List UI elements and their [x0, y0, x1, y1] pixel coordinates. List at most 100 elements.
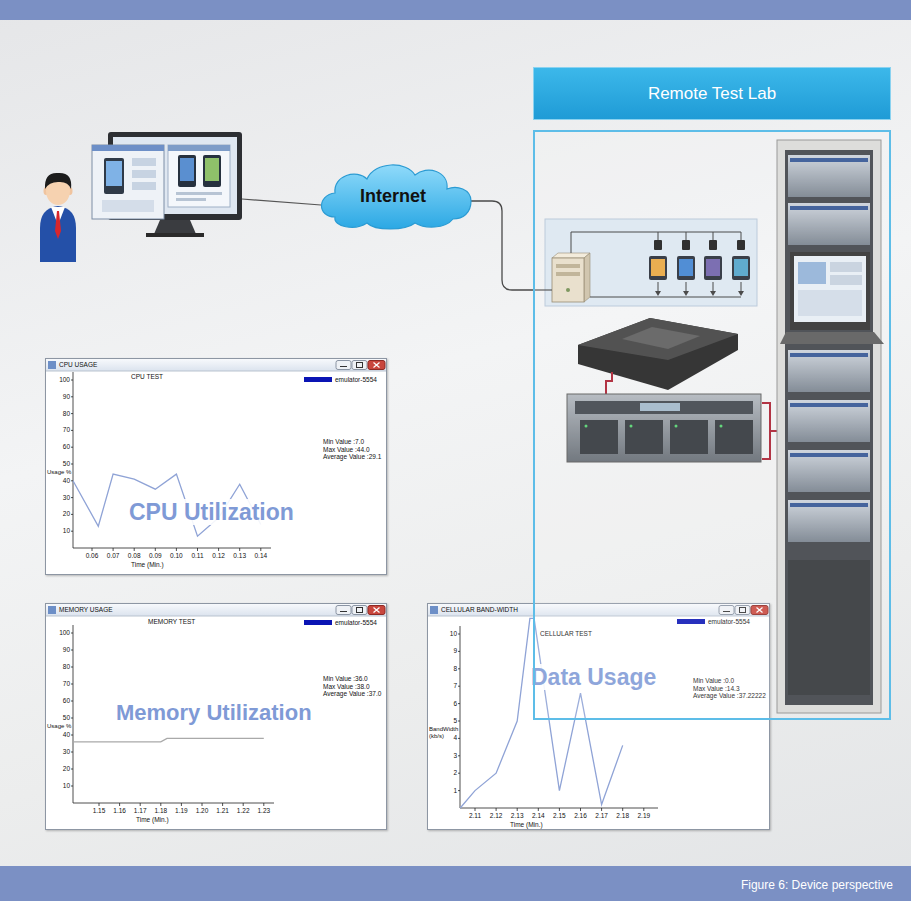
axis-tick-label-slot: 70	[46, 426, 70, 434]
window-title: MEMORY USAGE	[59, 606, 113, 613]
axis-tick-label: 2	[453, 769, 457, 776]
window-title-bar	[46, 371, 386, 372]
window-title-bar	[46, 604, 386, 616]
legend-swatch	[304, 377, 332, 382]
axis-tick-label-slot: 80	[46, 410, 70, 418]
axis-tick	[99, 803, 100, 806]
y-axis	[73, 625, 74, 803]
axis-tick-label-slot: 6	[428, 700, 457, 708]
axis-tick-label: 8	[453, 665, 457, 672]
axis-tick-label-slot: 0.10	[161, 552, 191, 560]
axis-tick-label-slot: 0.06	[77, 552, 107, 560]
axis-tick	[496, 808, 497, 811]
axis-tick-label: 60	[63, 697, 70, 704]
axis-tick	[458, 721, 460, 722]
desktop-monitor	[176, 198, 206, 201]
axis-tick-label: 40	[63, 731, 70, 738]
y-axis	[460, 626, 461, 808]
top-band	[0, 0, 911, 20]
axis-tick	[260, 548, 261, 551]
desktop-monitor	[168, 145, 230, 151]
lab-title: Remote Test Lab	[648, 84, 776, 104]
window-button	[336, 361, 351, 370]
axis-tick	[71, 650, 73, 651]
axis-tick	[218, 548, 219, 551]
axis-tick	[71, 464, 73, 465]
axis-tick-label-slot: 5	[428, 717, 457, 725]
axis-tick-label: 10	[63, 782, 70, 789]
axis-tick-label: 1.19	[175, 807, 188, 814]
axis-tick	[263, 803, 264, 806]
desktop-monitor	[92, 132, 242, 237]
axis-tick-label-slot: 70	[46, 680, 70, 688]
axis-tick-label: 2.11	[469, 812, 481, 819]
axis-tick-label-slot: 0.11	[183, 552, 213, 560]
axis-title: Time (Min.)	[136, 816, 169, 823]
cloud-label-box: Internet	[315, 157, 471, 231]
axis-tick-label: 2.16	[574, 812, 587, 819]
desktop-monitor	[106, 161, 122, 186]
axis-title: Usage %	[47, 723, 71, 729]
axis-tick-label: 2.13	[511, 812, 524, 819]
axis-tick-label-slot: 0.13	[225, 552, 255, 560]
axis-tick-label: 1.16	[113, 807, 126, 814]
axis-tick	[71, 396, 73, 397]
axis-tick-label: 7	[453, 682, 457, 689]
desktop-monitor	[132, 182, 156, 190]
axis-tick-label-slot: 60	[46, 697, 70, 705]
window-close-button	[374, 608, 380, 613]
user-icon	[40, 206, 76, 262]
axis-tick	[176, 548, 177, 551]
axis-tick	[601, 808, 602, 811]
axis-tick	[458, 634, 460, 635]
axis-tick-label: 4	[453, 734, 457, 741]
axis-tick-label-slot: 40	[46, 477, 70, 485]
window-close-button	[374, 363, 380, 368]
stat-value: Average Value :29.1	[323, 453, 381, 460]
axis-tick	[113, 548, 114, 551]
axis-tick-label-slot: 0.09	[140, 552, 170, 560]
desktop-monitor	[92, 145, 164, 151]
axis-tick-label-slot: 3	[428, 752, 457, 760]
axis-tick	[71, 497, 73, 498]
desktop-monitor	[176, 192, 222, 195]
axis-title-slot: Usage %	[47, 469, 71, 476]
axis-tick-label-slot: 1.22	[228, 807, 258, 815]
axis-tick-label: 20	[63, 510, 70, 517]
axis-tick-label: 1.17	[134, 807, 147, 814]
axis-tick-label: 2.19	[637, 812, 650, 819]
axis-tick	[458, 703, 460, 704]
axis-tick-label: 0.10	[170, 552, 183, 559]
axis-tick-label-slot: 30	[46, 494, 70, 502]
chart-window: CPU USAGECPU TEST100908070605040302010Us…	[45, 358, 387, 575]
chart-title: CPU TEST	[131, 373, 163, 380]
axis-tick-label-slot: 100	[46, 376, 70, 384]
axis-tick-label: 90	[63, 393, 70, 400]
axis-tick	[71, 718, 73, 719]
chart-title-slot: MEMORY TEST	[148, 618, 195, 626]
axis-tick-label: 2.17	[595, 812, 608, 819]
axis-tick-label-slot: 2.19	[629, 812, 659, 820]
axis-tick	[643, 808, 644, 811]
axis-tick-label: 0.13	[233, 552, 246, 559]
axis-tick	[181, 803, 182, 806]
axis-tick	[71, 786, 73, 787]
axis-tick	[71, 447, 73, 448]
axis-tick-label: 9	[453, 647, 457, 654]
desktop-monitor	[132, 170, 156, 178]
axis-tick-label: 50	[63, 714, 70, 721]
axis-tick-label-slot: 80	[46, 663, 70, 671]
window-icon	[48, 606, 56, 614]
axis-tick-label: 1.22	[237, 807, 250, 814]
chart-window: MEMORY USAGEMEMORY TEST10090807060504030…	[45, 603, 387, 830]
legend-swatch	[304, 620, 332, 625]
axis-title-slot: Time (Min.)	[510, 821, 543, 829]
window-button	[340, 611, 347, 612]
axis-tick-label-slot: 1.18	[146, 807, 176, 815]
legend-text: emulator-5554	[335, 619, 377, 626]
axis-tick	[197, 548, 198, 551]
axis-tick-label-slot: 0.14	[246, 552, 276, 560]
axis-tick-label-slot: 2.14	[523, 812, 553, 820]
axis-tick	[622, 808, 623, 811]
stat-value: Average Value :37.0	[323, 690, 381, 697]
